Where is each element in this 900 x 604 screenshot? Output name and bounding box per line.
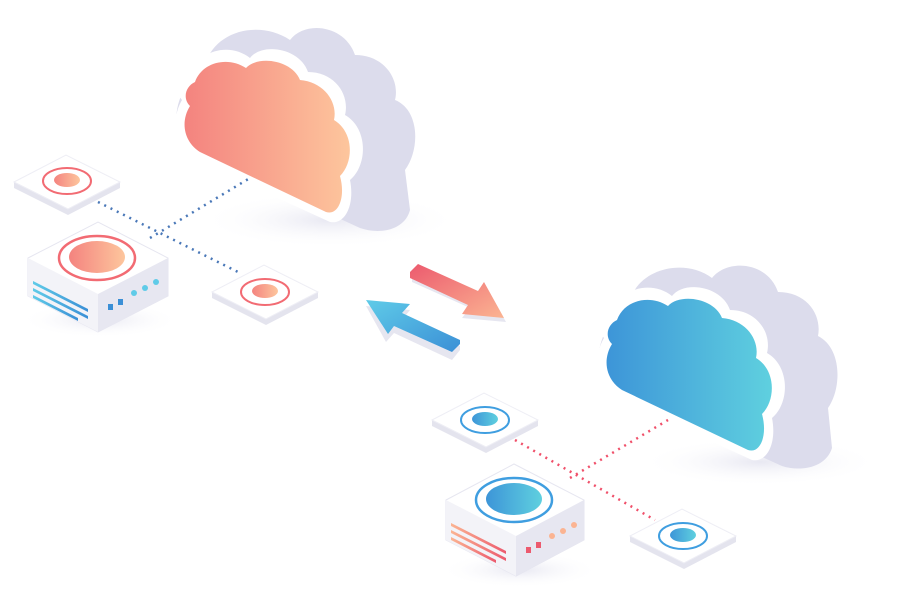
left-connectors	[97, 176, 251, 274]
status-bars	[33, 281, 88, 321]
status-bars	[451, 523, 506, 563]
left-cloud	[175, 28, 460, 248]
right-cloud	[597, 265, 880, 486]
indicator-lights	[526, 522, 577, 553]
right-device-node-top	[430, 392, 540, 453]
arrow-right-down-icon	[410, 264, 506, 322]
left-server	[20, 221, 180, 338]
right-connectors	[514, 418, 669, 522]
indicator-lights	[108, 279, 159, 310]
right-server	[440, 463, 600, 588]
left-device-node-right	[210, 264, 320, 325]
arrow-left-up-icon	[366, 300, 460, 360]
right-device-node-bottom	[628, 508, 738, 569]
left-device-node-top	[12, 154, 122, 215]
